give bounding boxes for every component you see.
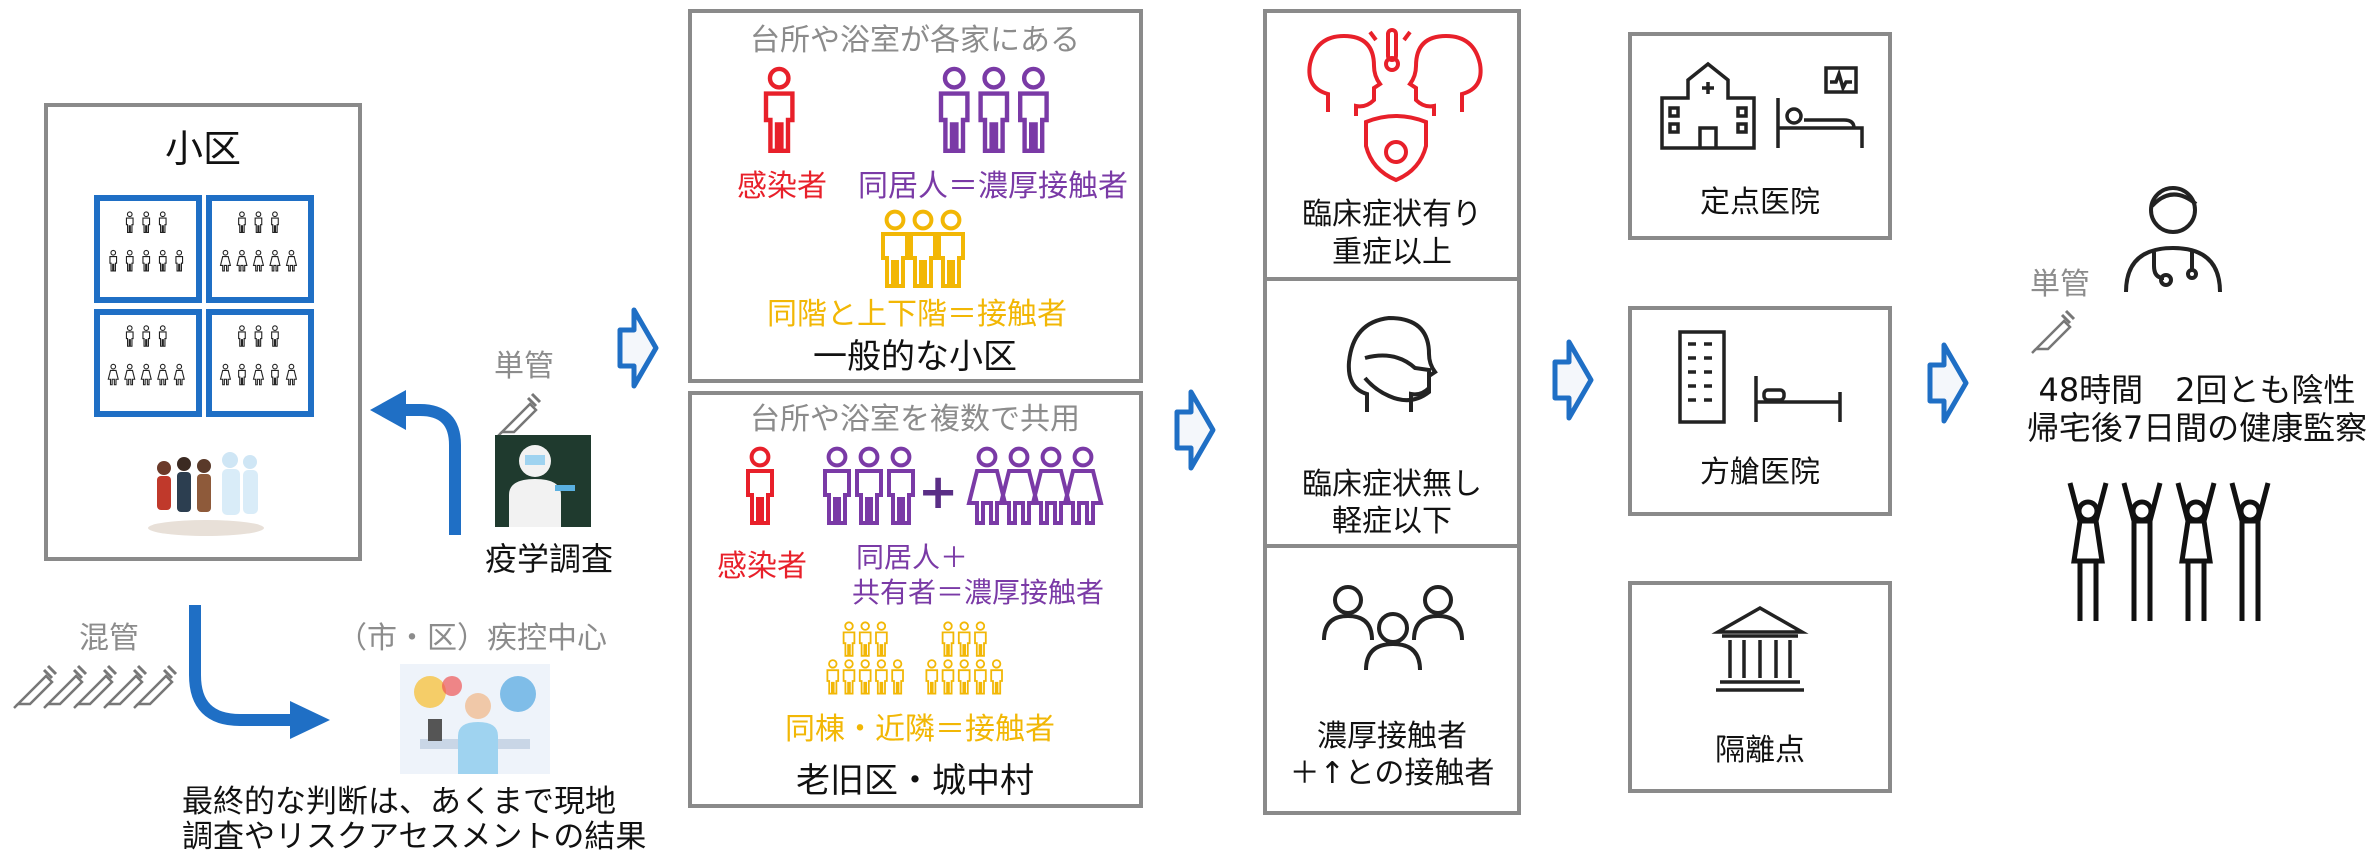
building-contacts-icon xyxy=(826,621,1003,695)
old-header: 台所や浴室を複数で共用 xyxy=(750,402,1080,437)
old-close-label-line2: 共有者＝濃厚接触者 xyxy=(851,576,1105,609)
mild-line1: 臨床症状無し xyxy=(1302,467,1482,502)
old-compound-box xyxy=(688,391,1143,808)
sick-heads-icon xyxy=(1307,28,1483,183)
isolation-building-icon xyxy=(1711,605,1809,692)
general-compound-box xyxy=(688,9,1143,383)
general-header: 台所や浴室が各家にある xyxy=(750,23,1080,58)
old-title: 老旧区・城中村 xyxy=(796,761,1034,801)
single-tube-label-right: 単管 xyxy=(2030,267,2090,302)
single-tube-label-left: 単管 xyxy=(494,349,554,384)
flow-arrow-3 xyxy=(1555,342,1595,422)
curved-arrow-to-compound xyxy=(370,390,461,535)
epi-survey-image xyxy=(495,435,591,527)
epi-survey-label: 疫学調査 xyxy=(484,540,614,578)
household-group-icon xyxy=(930,65,1050,165)
isolation-point-label: 隔離点 xyxy=(1715,733,1805,768)
contacts-line2: ＋↑との接触者 xyxy=(1289,756,1495,791)
sharers-group-icon xyxy=(967,446,1103,525)
old-infected-person-icon xyxy=(746,446,774,525)
mild-line2: 軽症以下 xyxy=(1332,504,1452,539)
old-contact-label: 同棟・近隣＝接触者 xyxy=(785,712,1055,747)
group-contacts-icon xyxy=(1322,585,1464,671)
mild-box xyxy=(1263,277,1521,548)
mixed-tube-label: 混管 xyxy=(79,621,139,656)
old-infected-label: 感染者 xyxy=(717,549,807,584)
fangcang-icon xyxy=(1678,330,1842,424)
flow-arrow-2 xyxy=(1177,392,1217,472)
old-close-label-line1: 同居人＋ xyxy=(855,541,969,574)
lab-image xyxy=(400,664,550,774)
pipettes-icon xyxy=(12,664,178,710)
fangcang-hospital-label: 方艙医院 xyxy=(1700,455,1820,490)
contacts-line1: 濃厚接触者 xyxy=(1317,719,1467,754)
final-note-line1: 最終的な判断は、あくまで現地 xyxy=(182,784,616,820)
testing-queue-image xyxy=(148,452,264,536)
masked-head-icon xyxy=(1346,315,1438,412)
severe-line1: 臨床症状有り xyxy=(1302,197,1482,232)
result-line2: 帰宅後7日間の健康監察 xyxy=(2026,409,2367,447)
single-pipette-icon-right xyxy=(2030,309,2076,355)
isolation-point-box xyxy=(1628,581,1892,793)
doctor-icon xyxy=(2124,186,2222,293)
flow-arrow-4 xyxy=(1930,345,1970,425)
curved-arrow-to-cdc xyxy=(189,605,330,739)
hospital-icon xyxy=(1660,61,1864,150)
result-line1: 48時間 2回とも陰性 xyxy=(2038,371,2356,409)
single-pipette-icon xyxy=(496,392,542,438)
celebrating-people-icon xyxy=(2067,482,2271,621)
fangcang-hospital-box xyxy=(1628,306,1892,516)
general-infected-label: 感染者 xyxy=(737,169,827,204)
designated-hospital-label: 定点医院 xyxy=(1700,185,1820,220)
general-title: 一般的な小区 xyxy=(813,337,1017,377)
general-close-label: 同居人＝濃厚接触者 xyxy=(858,169,1128,204)
contacts-box xyxy=(1263,544,1521,815)
infected-person-icon xyxy=(755,65,805,165)
flow-arrow-1 xyxy=(620,310,660,390)
old-household-group-icon xyxy=(823,446,915,525)
severe-line2: 重症以上 xyxy=(1332,235,1452,270)
general-contact-label: 同階と上下階＝接触者 xyxy=(767,297,1067,332)
floor-contacts-icon xyxy=(881,209,965,288)
family-grid-icon xyxy=(94,195,314,417)
plus-sign: + xyxy=(918,464,959,520)
cdc-label: （市・区）疾控中心 xyxy=(337,621,607,656)
final-note-line2: 調査やリスクアセスメントの結果 xyxy=(182,819,647,855)
compound-title: 小区 xyxy=(164,127,242,171)
